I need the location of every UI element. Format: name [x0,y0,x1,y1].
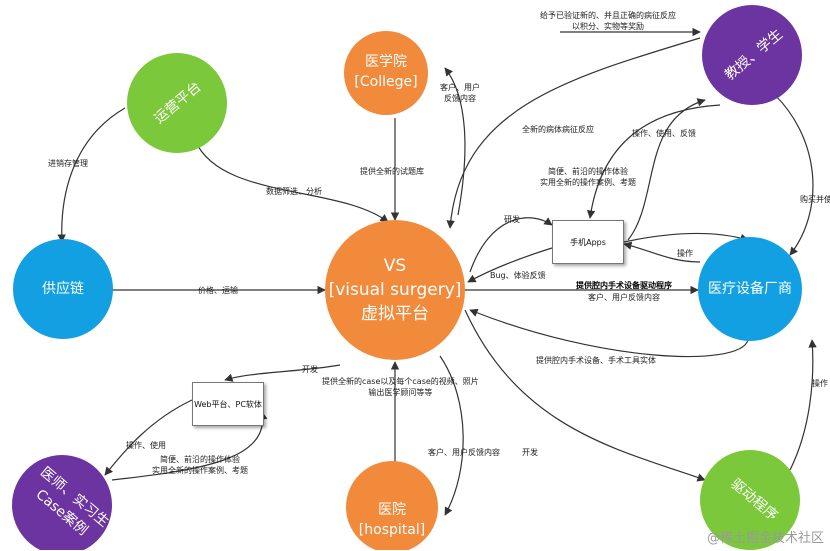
edge-apps-professor [627,98,706,241]
edge-vs-college-feedback [444,67,466,216]
nodes [12,5,802,550]
label-ops-manage: 操作、使用、反馈 [632,129,696,138]
label-develop-web: 开发 [302,365,318,374]
label-simple-exp-top: 简便、前沿的操作体验 实用全新的操作案例、考题 [540,167,636,187]
label-ops-use: 操作、使用 [126,441,166,450]
edge-vendor-vs-equipment [469,308,749,358]
node-supply-circle[interactable] [13,239,113,339]
edge-professor-apps [586,104,721,219]
label-vendor-feedback: 客户、用户反馈内容 [588,293,660,302]
edge-apps-vendor [623,232,749,243]
edge-vs-driver [464,309,706,482]
node-vendor-circle[interactable] [698,237,802,341]
label-reward: 给予已验证新的、并且正确的病征反应 以积分、实物等奖励 [540,11,676,31]
edge-vs-apps-research [469,217,553,273]
edge-vendor-apps [623,241,701,263]
label-operate-vendor: 操作 [677,249,693,258]
label-new-symptom: 全新的病体病征反应 [522,125,594,134]
node-vs-circle[interactable] [325,220,465,360]
label-operate-driver: 操作 [812,379,828,388]
node-doctor-circle[interactable] [12,455,112,550]
label-bug-feedback: Bug、体验反馈 [490,271,546,280]
edge-professor-vs [446,37,701,229]
edge-driver-vendor [789,339,817,471]
node-college-circle[interactable] [344,31,428,115]
edge-apps-vs [467,247,553,283]
edge-professor-vendor [774,94,814,256]
label-new-questions: 提供全新的试题库 [360,167,424,176]
node-hospital-circle[interactable] [346,461,438,550]
edge-doctor-web [111,411,268,481]
label-college-feedback: 客户、用户 反馈内容 [440,83,480,103]
node-ops-circle[interactable] [127,53,227,153]
label-research: 研发 [504,215,520,224]
label-driver-program: 提供腔内手术设备驱动程序 [576,281,672,290]
edge-ops-vs [194,139,389,223]
web-pc-box[interactable]: Web平台、PC软体 [192,382,264,426]
node-driver-circle[interactable] [700,450,800,550]
edge-web-doctor [104,399,193,476]
label-simple-exp-bottom: 简便、前沿的操作体验 实用全新的操作案例、考题 [152,455,248,475]
edge-vs-web [224,364,341,382]
label-data-filter: 数据筛选、分析 [266,187,322,196]
label-inventory: 进销存管理 [48,159,88,168]
label-buy: 购买并使 [800,195,830,204]
watermark: @稀土掘金技术社区 [706,531,824,546]
edge-ops-supply [57,107,126,243]
label-hospital-feedback: 客户、用户反馈内容 [428,448,500,457]
connectors [57,27,817,516]
mobile-apps-box[interactable]: 手机Apps [552,220,624,264]
label-case-info: 提供全新的case以及每个case的视频、照片 输出医学顾问等等 [322,377,479,397]
label-price: 价格、运输 [198,286,238,295]
label-develop-driver: 开发 [522,448,538,457]
edge-vs-hospital [439,355,464,516]
node-professor-circle[interactable] [702,5,802,105]
label-surgical-equipment: 提供腔内手术设备、手术工具实体 [536,356,656,365]
